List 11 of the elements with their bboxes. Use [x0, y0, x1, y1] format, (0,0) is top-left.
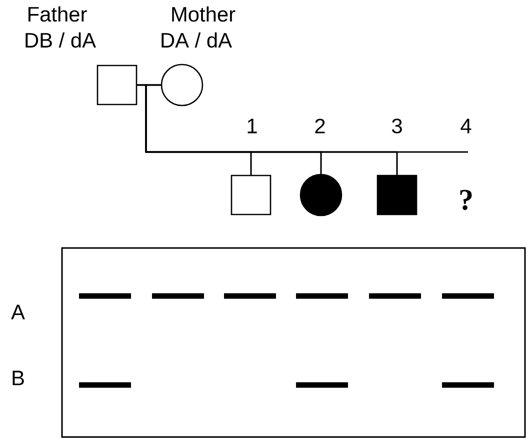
lane-label: B — [12, 370, 24, 386]
child-number: 3 — [392, 118, 402, 134]
parent-label: Mother — [172, 6, 236, 22]
parent-label: Father — [28, 6, 87, 22]
child-number: 2 — [315, 118, 325, 134]
lane-label: A — [11, 304, 25, 320]
parent-label: DB / dA — [26, 32, 96, 48]
child-number: 1 — [248, 118, 257, 134]
question-mark: ? — [460, 190, 472, 210]
parent-label: DA / dA — [162, 32, 232, 48]
child-number: 4 — [460, 118, 472, 134]
